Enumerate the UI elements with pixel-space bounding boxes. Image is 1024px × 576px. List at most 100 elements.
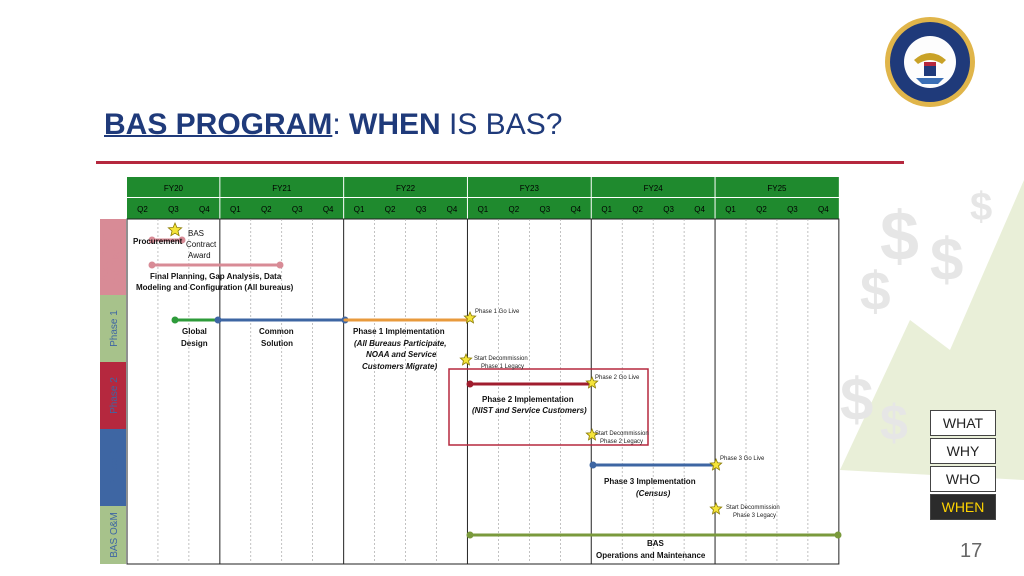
p3-impl-label-1: Phase 3 Implementation [604,477,696,486]
quarter-label: Q4 [818,205,829,214]
p1-golive-star-icon [463,310,477,324]
quarter-label: Q3 [168,205,179,214]
phase-band [100,429,126,506]
contract-label-3: Award [188,251,211,260]
p1-impl-label-1: Phase 1 Implementation [353,327,445,336]
timeline-bars [148,236,842,539]
title-part1: BAS PROGRAM [104,108,333,141]
phase-band [100,362,126,429]
p3-decom-label-1: Start Decommission [726,505,780,511]
phase-label: and Planning [111,228,122,286]
quarter-label: Q3 [292,205,303,214]
quarter-label: Q2 [756,205,767,214]
p3-golive-star-icon [709,457,723,471]
p2-golive-label: Phase 2 Go Live [595,375,640,381]
fy-label: FY20 [164,184,184,193]
p2-impl-label-1: Phase 2 Implementation [482,395,574,404]
om-start [466,531,474,539]
procurement-bar-start [148,236,156,244]
svg-text:$: $ [970,185,992,229]
quarter-label: Q1 [725,205,736,214]
p1-impl-label-2: (All Bureaus Participate, [354,339,447,348]
contract-label-2: Contract [186,240,217,249]
procurement-bar-end [178,236,186,244]
page-number: 17 [960,540,983,562]
phase2-highlight-box [448,368,649,446]
p3-decom-label-2: Phase 3 Legacy [733,513,777,519]
nav-what[interactable]: WHAT [930,410,996,436]
quarter-label: Q4 [447,205,458,214]
quarter-label: Q4 [570,205,581,214]
p2-impl-label-2: (NIST and Service Customers) [472,406,587,415]
title-sep: : [332,108,350,141]
contract-label-1: BAS [188,229,205,238]
p1-impl-label-3: NOAA and Service [366,350,437,359]
nav-why[interactable]: WHY [930,438,996,464]
svg-text:$: $ [930,226,963,293]
quarter-label: Q2 [632,205,643,214]
svg-text:$: $ [860,260,891,322]
phase-label: Phase 1 [109,310,120,347]
fy-label: FY24 [644,184,664,193]
fy-label: FY23 [520,184,540,193]
global-label-1: Global [182,327,207,336]
quarter-label: Q3 [539,205,550,214]
background-dollar-decoration: $ $ $ $ $ $ [840,180,1024,480]
p2-decom-label-2: Phase 2 Legacy [600,439,644,445]
quarter-label: Q3 [787,205,798,214]
common-label-2: Solution [261,339,293,348]
quarter-label: Q1 [601,205,612,214]
department-seal-icon [885,17,975,107]
svg-text:$: $ [840,366,873,433]
grid-border [126,218,840,565]
quarter-label: Q4 [199,205,210,214]
om-end [834,531,842,539]
svg-text:$: $ [880,395,908,451]
p2-decom-label-1: Start Decommission [595,431,649,437]
phase-label: BAS O&M [109,512,120,558]
quarter-label: Q2 [137,205,148,214]
om-label-1: BAS [647,539,664,548]
title-part2: WHEN [349,108,441,141]
phase-label: Phase 2 [109,377,120,414]
global-label-2: Design [181,339,208,348]
p3-golive-label: Phase 3 Go Live [720,456,765,462]
fy-label: FY21 [272,184,292,193]
p2-golive-star-icon [585,375,599,389]
phase2-impl-start [466,380,474,388]
quarter-label: Q1 [230,205,241,214]
p2-decom-star-icon [585,427,599,441]
section-nav: WHAT WHY WHO WHEN [930,408,996,520]
phase-band [100,295,126,362]
common-label-1: Common [259,327,294,336]
phase-band [100,219,126,295]
fy-label: FY25 [767,184,787,193]
p1-decom-star-icon [459,352,473,366]
common-solution-node [214,316,222,324]
fy-band [127,177,839,197]
milestone-stars [167,221,723,515]
svg-text:$: $ [880,197,919,275]
quarter-label: Q2 [261,205,272,214]
title-divider [96,161,904,164]
phase-label: Acquisition [100,233,111,281]
final-planning-bar-end [276,261,284,269]
p1-decom-label-2: Phase 1 Legacy [481,364,525,370]
nav-who[interactable]: WHO [930,466,996,492]
p1-golive-label: Phase 1 Go Live [475,309,520,315]
procurement-label: Procurement [133,237,183,246]
quarter-label: Q2 [385,205,396,214]
nav-when[interactable]: WHEN [930,494,996,520]
quarter-band [127,198,839,219]
quarter-label: Q3 [663,205,674,214]
om-label-2: Operations and Maintenance [596,551,706,560]
phase-label: Phase 3 [109,449,120,486]
quarter-label: Q2 [509,205,520,214]
quarter-label: Q1 [478,205,489,214]
title-part3: IS BAS? [440,108,563,141]
quarter-label: Q4 [323,205,334,214]
global-design-start [171,316,179,324]
quarter-label: Q1 [354,205,365,214]
